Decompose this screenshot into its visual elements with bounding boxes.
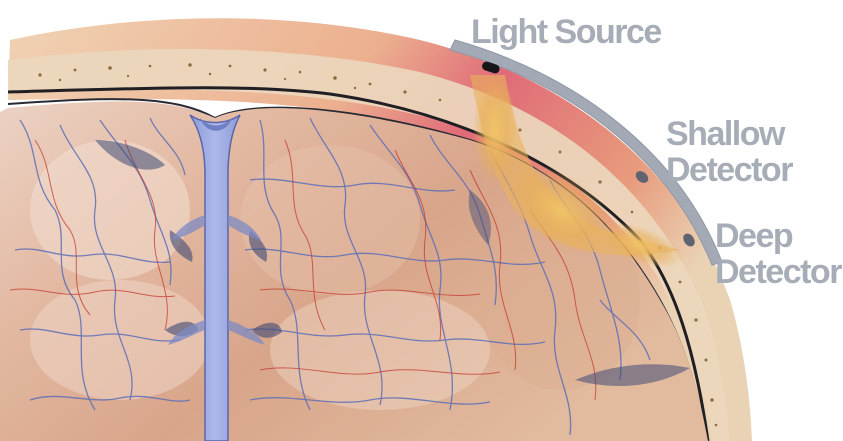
light-source-label: Light Source: [471, 14, 661, 50]
shallow-detector-label-line1: Shallow: [666, 116, 792, 152]
deep-detector-label-line2: Detector: [715, 254, 841, 290]
shallow-detector-label: Shallow Detector: [666, 116, 792, 188]
light-source-label-text: Light Source: [471, 14, 661, 50]
deep-detector-label-line1: Deep: [715, 218, 841, 254]
shallow-detector-label-line2: Detector: [666, 152, 792, 188]
deep-detector-label: Deep Detector: [715, 218, 841, 290]
